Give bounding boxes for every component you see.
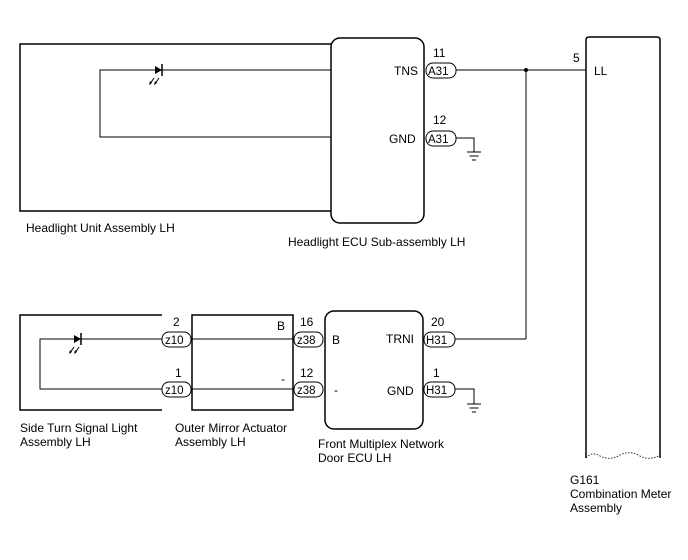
meter-pin-ll: LL [594,64,608,78]
door-ecu-pin-trni: TRNI [386,332,414,346]
mirror-pin-minus: - [281,372,285,386]
connector-code: z38 [297,335,316,347]
pin-number: 1 [175,366,182,380]
headlight-unit-label: Headlight Unit Assembly LH [26,221,175,235]
connector-a31-gnd: 12 A31 [425,113,457,147]
connector-code: H31 [426,335,447,347]
door-ecu-label-line1: Front Multiplex Network [318,437,445,451]
meter-label-line1: Combination Meter [570,487,671,501]
meter-pin-number: 5 [573,51,580,65]
door-ecu: B - TRNI GND Front Multiplex Network Doo… [318,310,445,465]
headlight-ecu-pin-tns: TNS [394,64,418,78]
connector-z10-top: 2 z10 [161,315,192,348]
connector-a31-tns: 11 A31 [425,46,457,79]
led-icon [69,333,82,354]
connector-code: z10 [165,385,184,397]
pin-number: 12 [300,366,314,380]
connector-code: A31 [428,66,448,78]
led-icon [149,64,163,85]
door-ecu-pin-gnd: GND [387,384,414,398]
mirror-label-line1: Outer Mirror Actuator [175,421,287,435]
connector-code: H31 [426,385,447,397]
side-turn-label-line1: Side Turn Signal Light [20,421,138,435]
door-ecu-label-line2: Door ECU LH [318,451,391,465]
pin-number: 12 [433,113,447,127]
connector-h31-gnd: 1 H31 [423,366,456,398]
pin-number: 1 [433,366,440,380]
connector-code: A31 [428,134,448,146]
outer-mirror-actuator: B - Outer Mirror Actuator Assembly LH [175,314,294,449]
ground-icon [455,388,481,413]
pin-number: 16 [300,315,314,329]
mirror-label-line2: Assembly LH [175,435,246,449]
connector-code: z38 [297,385,316,397]
mirror-pin-b: B [277,319,285,333]
connector-h31-trni: 20 H31 [423,315,456,348]
side-turn-signal-light: Side Turn Signal Light Assembly LH [19,314,162,449]
headlight-unit-assembly: Headlight Unit Assembly LH [19,43,332,235]
headlight-ecu-label: Headlight ECU Sub-assembly LH [288,235,465,249]
door-ecu-pin-b: B [332,333,340,347]
connector-z38-top: 16 z38 [293,315,324,348]
connector-z10-bottom: 1 z10 [161,366,192,398]
headlight-ecu: TNS GND Headlight ECU Sub-assembly LH [288,37,465,249]
side-turn-label-line2: Assembly LH [20,435,91,449]
headlight-ecu-pin-gnd: GND [389,132,416,146]
meter-code: G161 [570,473,600,487]
pin-number: 11 [433,46,446,60]
meter-label-line2: Assembly [570,501,622,515]
ground-icon [456,137,481,161]
door-ecu-pin-minus: - [334,383,338,397]
connector-z38-bottom: 12 z38 [293,366,324,398]
pin-number: 20 [431,315,445,329]
combination-meter: 5 LL G161 Combination Meter Assembly [570,36,671,515]
pin-number: 2 [173,315,180,329]
connector-code: z10 [165,335,184,347]
